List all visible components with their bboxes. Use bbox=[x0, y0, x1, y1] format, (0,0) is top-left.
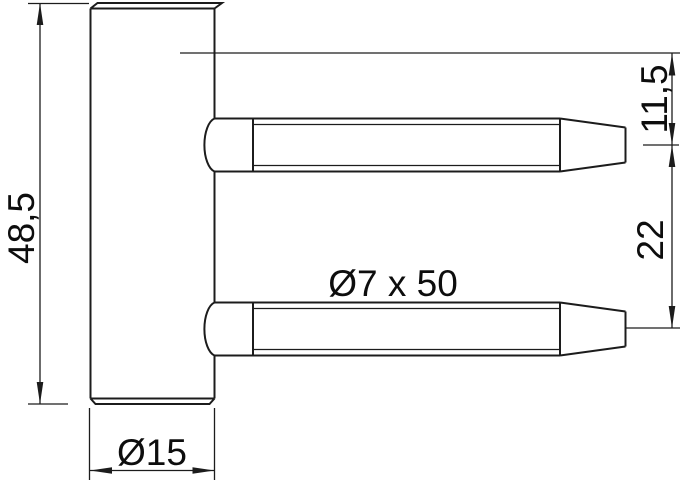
dimension-label-height: 48,5 bbox=[1, 192, 42, 264]
body-bottom-chamfer bbox=[89, 397, 216, 405]
arrow-right-icon bbox=[192, 467, 215, 474]
pin-size-label: Ø7 x 50 bbox=[328, 263, 458, 304]
body-rectangle bbox=[89, 7, 215, 400]
arrow-down-icon bbox=[668, 306, 676, 328]
arrow-left-icon bbox=[90, 467, 112, 474]
body-top-chamfer bbox=[89, 1, 226, 10]
dimension-label-offset: 11,5 bbox=[634, 64, 675, 133]
dimension-top-pin-offset: 11,5 bbox=[634, 53, 679, 146]
arrow-up-icon bbox=[668, 145, 676, 167]
arrow-up-icon bbox=[668, 53, 676, 76]
extension-lines bbox=[88, 408, 216, 480]
dimension-label-diameter: Ø15 bbox=[117, 432, 187, 473]
body-outline bbox=[89, 1, 226, 405]
arrow-up-icon bbox=[36, 3, 44, 25]
arrow-down-icon bbox=[36, 382, 44, 404]
dimension-label-spacing: 22 bbox=[630, 219, 671, 260]
extension-lines bbox=[28, 2, 89, 405]
dimension-pin-spacing: 22 bbox=[626, 145, 680, 329]
dimension-body-height: 48,5 bbox=[1, 2, 89, 405]
arrow-down-icon bbox=[668, 123, 676, 145]
pin-top bbox=[203, 117, 627, 173]
pin-bottom bbox=[203, 301, 627, 357]
dimension-body-diameter: Ø15 bbox=[88, 408, 216, 480]
